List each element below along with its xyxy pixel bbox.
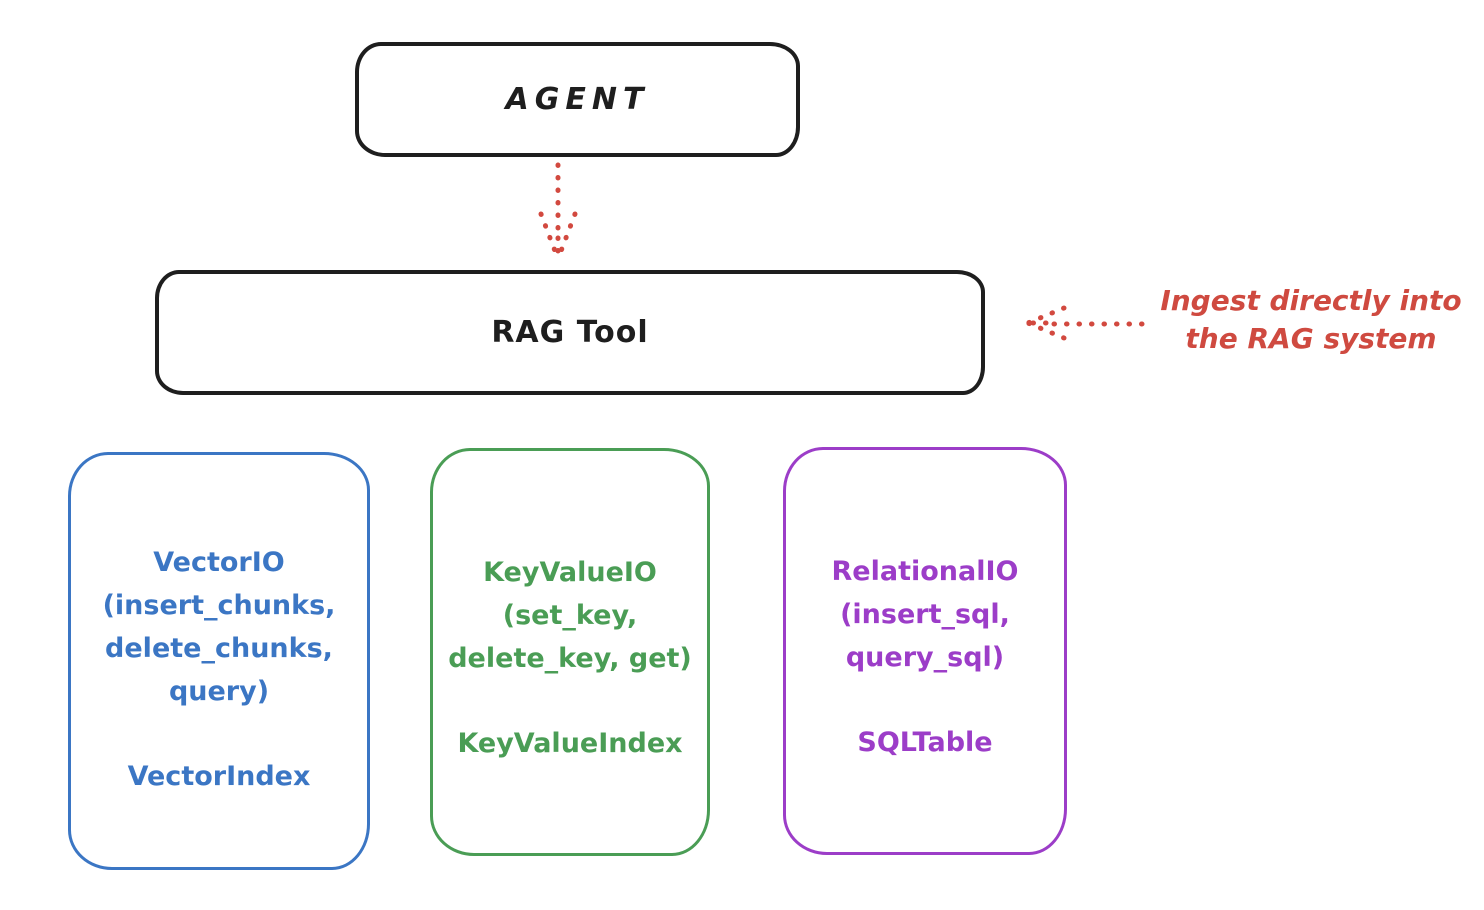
rag-tool-node: RAG Tool: [155, 270, 985, 395]
keyvalue-io-label: KeyValueIO (set_key, delete_key, get): [448, 557, 692, 674]
dotted-arrow-down-icon: [534, 160, 582, 266]
relational-io-label: RelationalIO (insert_sql, query_sql): [831, 556, 1019, 673]
vector-io-label: VectorIO (insert_chunks, delete_chunks, …: [102, 547, 336, 707]
agent-node: AGENT: [355, 42, 800, 157]
rag-tool-label: RAG Tool: [491, 315, 649, 350]
keyvalue-io-node: KeyValueIO (set_key, delete_key, get) Ke…: [430, 448, 710, 856]
vector-io-node: VectorIO (insert_chunks, delete_chunks, …: [68, 452, 370, 870]
keyvalue-index-label: KeyValueIndex: [457, 728, 683, 759]
sql-table-label: SQLTable: [857, 727, 993, 758]
dotted-arrow-left-icon: [1020, 298, 1148, 346]
agent-label: AGENT: [505, 82, 650, 117]
ingest-annotation: Ingest directly into the RAG system: [1160, 284, 1462, 355]
vector-index-label: VectorIndex: [127, 761, 311, 792]
relational-io-node: RelationalIO (insert_sql, query_sql) SQL…: [783, 447, 1067, 855]
